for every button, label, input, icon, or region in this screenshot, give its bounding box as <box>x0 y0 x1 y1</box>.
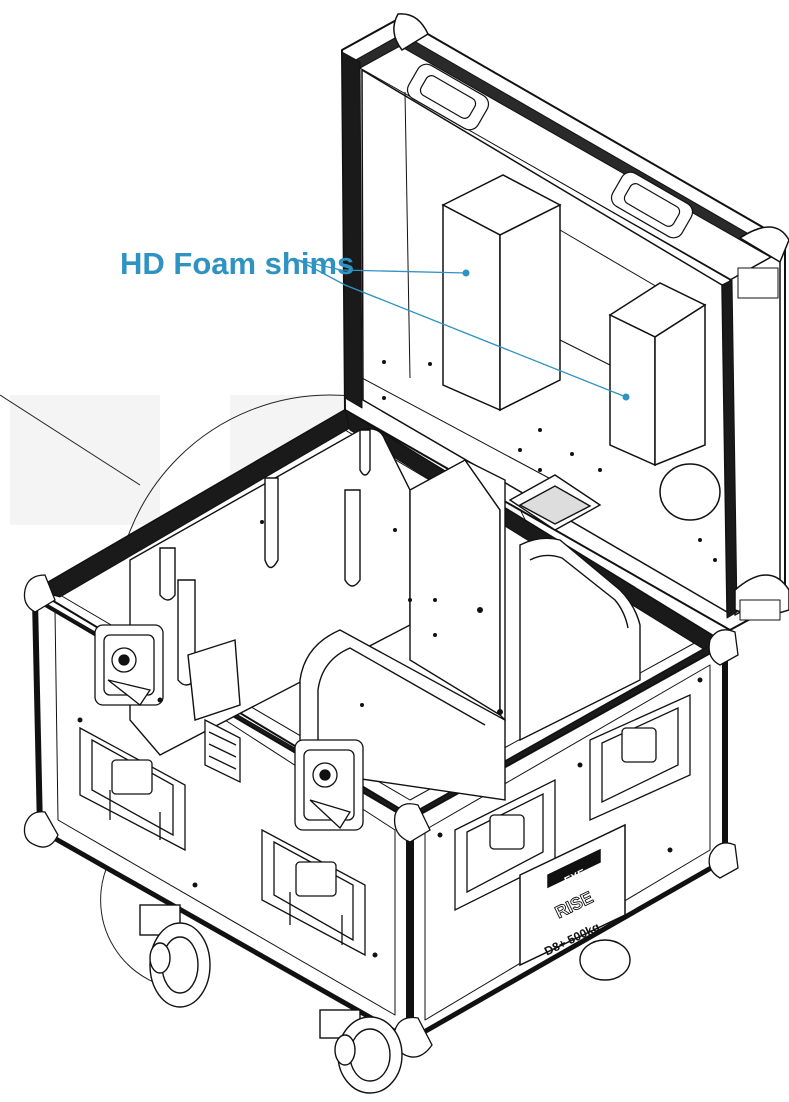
latch <box>294 739 364 831</box>
nameplate <box>519 823 626 967</box>
divider-holes <box>260 520 503 715</box>
handle <box>589 693 691 822</box>
callout-dots <box>462 269 630 401</box>
handle <box>79 726 186 852</box>
callout-label-hd-foam-shims: HD Foam shims <box>120 246 355 281</box>
interior-dividers <box>129 428 641 801</box>
callout-leader-lines <box>297 259 627 398</box>
castor-wheel <box>319 1009 403 1094</box>
handle <box>261 828 366 957</box>
foam-shim-small <box>608 282 721 521</box>
castor-wheel <box>579 939 631 981</box>
corner-cap <box>23 574 739 1058</box>
castor-wheel <box>139 904 211 1008</box>
foam-shim-large <box>441 174 562 412</box>
vent-grille <box>204 718 241 784</box>
panel-rivets <box>77 677 703 958</box>
latch <box>94 624 164 706</box>
